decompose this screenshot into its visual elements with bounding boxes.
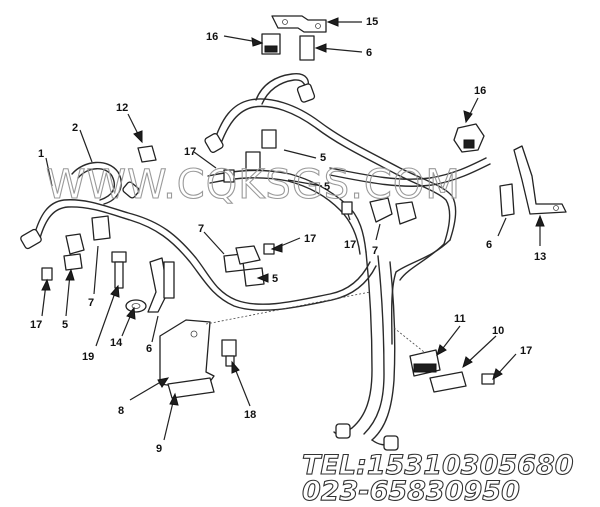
fuel-pipe-top-hook [255,73,310,101]
callout-12: 12 [116,102,128,114]
callout-7-right: 7 [372,245,378,257]
fuel-pipe-trunk-d [390,239,451,345]
clamp-7-right-a [369,197,393,223]
callout-17-right: 17 [520,345,532,357]
washer-14-hole [131,303,141,309]
bracket-6-center [147,257,169,313]
fuel-pipe-left-outer [33,199,371,305]
callout-5-center: 5 [272,273,278,285]
callout-5-left: 5 [62,319,68,331]
callout-15: 15 [366,16,378,28]
fuel-pipe-assembly [33,73,491,446]
clamp-10 [429,371,467,393]
callout-17-center: 17 [304,233,316,245]
leader-lines [41,17,545,441]
clamps-and-brackets [41,15,567,399]
callout-10: 10 [492,325,504,337]
clamp-5-mid [245,151,261,171]
fittings [20,83,399,451]
callout-6-top: 6 [366,47,372,59]
callout-19: 19 [82,351,94,363]
bracket-15 [271,15,327,33]
fuel-pipe-trunk-e [399,243,445,281]
pipe-nut-left [20,228,42,250]
bolt-17-left [41,267,53,281]
bolt-19-shank [114,261,124,289]
bracket-8-hole [190,330,198,338]
fuel-pipe-loop-inner [77,168,116,201]
pipe-nut-mid [122,181,140,199]
bolt-18-shank [225,355,235,367]
bolt-17-right [481,373,495,385]
bracket-13-hole [553,205,559,211]
callout-7-left: 7 [88,297,94,309]
clamp-16-top-pad [264,45,278,53]
callout-17-left: 17 [30,319,42,331]
fuel-pipe-mid-outer [207,169,367,253]
watermark-text: WWW.CQKSGS.COM [46,162,461,208]
clamp-12 [137,145,157,163]
callout-17-upper: 17 [184,146,196,158]
pipe-nut-upper [204,133,224,153]
fuel-pipe-right-outer [329,157,487,180]
callout-2: 2 [72,122,78,134]
clamp-5-left-b [63,253,83,271]
plate-9 [167,377,215,399]
clamp-7-right-b [395,201,417,225]
bracket-15-hole-b [315,23,321,29]
bolt-17-mid [341,201,353,215]
bolt-17-upper [223,169,235,183]
plate-6-right [499,183,515,217]
fuel-pipe-right-inner [329,163,491,187]
bracket-15-hole-a [282,19,288,25]
fuel-pipe-mid-inner [209,177,361,255]
callout-14: 14 [110,337,123,349]
fuel-pipe-trunk-a [351,251,373,429]
callout-16-right: 16 [474,85,486,97]
clamp-5-center [243,267,265,287]
contact-tel: TEL:15310305680 [302,450,574,481]
fuel-pipe-loop [71,161,122,205]
washer-14 [125,299,147,313]
clamp-5-left [65,233,85,255]
fuel-pipe-upper-inner [219,105,451,245]
clamp-16-right [453,123,485,153]
callout-labels: 16 15 6 16 12 2 1 17 5 5 17 7 6 13 7 17 … [30,16,546,455]
contact-phone: 023-65830950 [302,476,520,507]
bracket-13 [513,145,567,215]
callout-6-center: 6 [146,343,152,355]
fuel-pipe-upper-outer [213,98,457,241]
clip-6-center [163,261,175,299]
fuel-pipe-trunk-b [363,255,385,435]
callout-5-upper: 5 [320,152,326,164]
clip-6-top [299,35,315,61]
clamp-7-left [91,215,111,241]
pipe-nut-top [296,83,316,103]
callout-6-right: 6 [486,239,492,251]
callout-7-center: 7 [198,223,204,235]
bracket-8 [159,319,215,391]
callout-13: 13 [534,251,546,263]
pipe-nut-bottom-left [335,423,351,439]
callout-17-mid: 17 [344,239,356,251]
pipe-nut-bottom-right [383,435,399,451]
callout-11: 11 [454,313,466,325]
callout-16-top: 16 [206,31,218,43]
clamp-6-mid [235,245,261,265]
callout-8: 8 [118,405,124,417]
callout-18: 18 [244,409,256,421]
clamp-11-pad [413,363,437,373]
callout-1: 1 [38,148,44,160]
fuel-pipe-left-inner [39,206,377,311]
clamp-5-upper [261,129,277,149]
bolt-18-head [221,339,237,357]
clamp-16-right-pad [463,139,475,149]
bolt-19-head [111,251,127,263]
callout-9: 9 [156,443,162,455]
callout-5-mid: 5 [324,181,330,193]
